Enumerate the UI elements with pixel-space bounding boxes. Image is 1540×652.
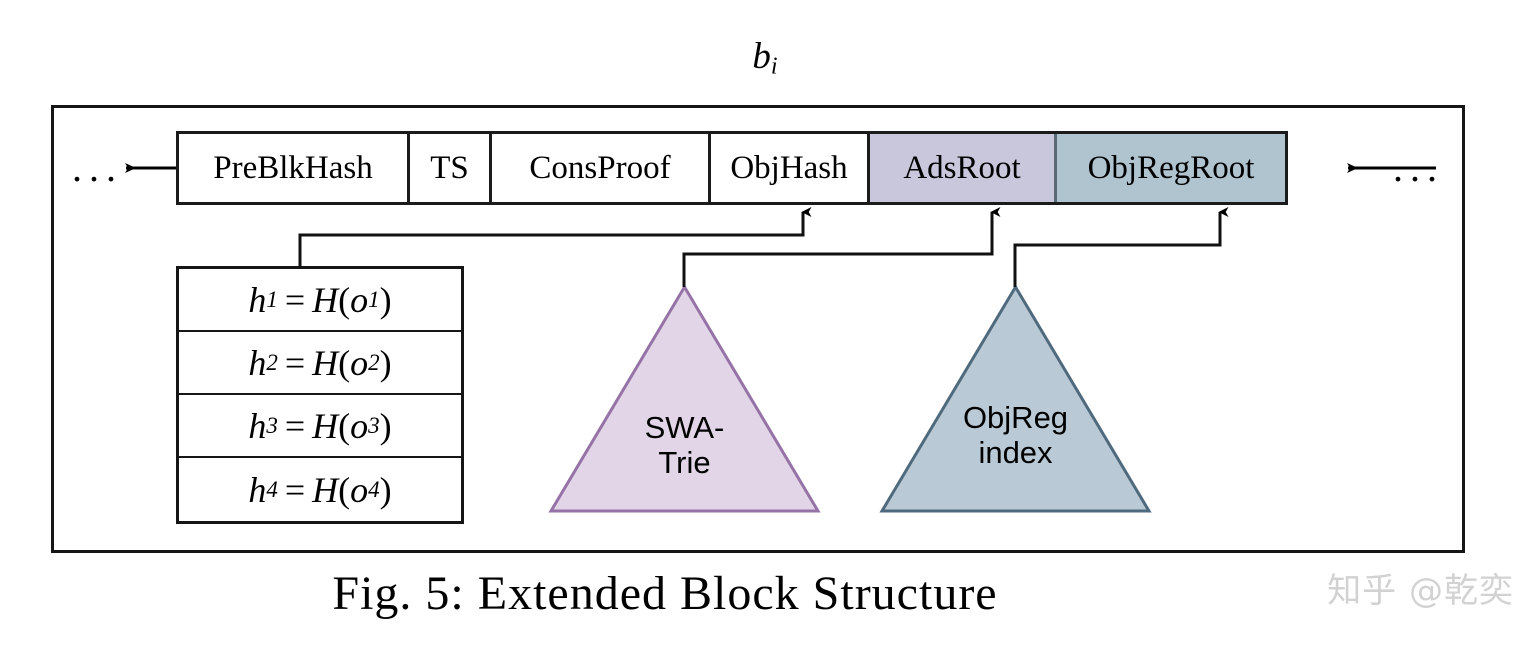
header-field-label: PreBlkHash <box>213 149 373 186</box>
hash-paren-open: ( <box>338 405 351 446</box>
block-identifier-subscript: i <box>770 53 778 80</box>
triangle-shape-icon <box>879 284 1152 513</box>
chain-ellipsis-left: ... <box>72 145 123 190</box>
header-field-label: AdsRoot <box>903 149 1021 186</box>
hash-paren-close: ) <box>379 405 392 446</box>
hash-paren-close: ) <box>379 342 392 383</box>
header-field-preblkhash[interactable]: PreBlkHash <box>179 134 410 202</box>
hash-lhs-subscript: 4 <box>266 477 278 502</box>
hash-paren-open: ( <box>338 342 351 383</box>
hash-argument: o <box>350 469 369 510</box>
hash-lhs-subscript: 1 <box>266 287 278 312</box>
hash-operator: = <box>284 405 306 446</box>
header-field-label: ObjHash <box>730 149 848 186</box>
hash-function: H <box>312 469 339 510</box>
hash-lhs-subscript: 3 <box>266 413 278 438</box>
hash-paren-close: ) <box>379 279 392 320</box>
header-field-objregroot[interactable]: ObjRegRoot <box>1057 134 1285 202</box>
watermark: 知乎 @乾奕 <box>1327 571 1514 611</box>
hash-operator: = <box>284 279 306 320</box>
chain-ellipsis-right: ... <box>1393 145 1444 190</box>
figure-caption: Fig. 5: Extended Block Structure <box>332 567 998 620</box>
hash-operator: = <box>284 469 306 510</box>
block-identifier-base: b <box>752 36 771 77</box>
hash-paren-close: ) <box>379 469 392 510</box>
hash-lhs: h <box>248 469 267 510</box>
header-field-label: ConsProof <box>529 149 671 186</box>
hash-operator: = <box>284 342 306 383</box>
hash-argument: o <box>350 279 369 320</box>
hash-function: H <box>312 279 339 320</box>
hash-argument-subscript: 2 <box>368 350 380 375</box>
hash-argument-subscript: 1 <box>368 287 380 312</box>
header-field-ts[interactable]: TS <box>410 134 492 202</box>
objreg-index-structure[interactable]: ObjReg index <box>878 283 1153 515</box>
hash-lhs: h <box>248 342 267 383</box>
hash-paren-open: ( <box>338 279 351 320</box>
hash-argument-subscript: 3 <box>368 413 380 438</box>
block-header-row: PreBlkHash TS ConsProof ObjHash AdsRoot … <box>176 131 1288 205</box>
swa-trie-structure[interactable]: SWA- Trie <box>547 283 822 515</box>
hash-function: H <box>312 342 339 383</box>
header-field-consproof[interactable]: ConsProof <box>492 134 711 202</box>
hash-lhs: h <box>248 279 267 320</box>
hash-argument-subscript: 4 <box>368 477 380 502</box>
hash-argument: o <box>350 342 369 383</box>
hash-lhs: h <box>248 405 267 446</box>
hash-argument: o <box>350 405 369 446</box>
header-field-adsroot[interactable]: AdsRoot <box>870 134 1057 202</box>
hash-lhs-subscript: 2 <box>266 350 278 375</box>
header-field-objhash[interactable]: ObjHash <box>711 134 870 202</box>
hash-function: H <box>312 405 339 446</box>
block-identifier-label: bi <box>700 38 830 78</box>
hash-paren-open: ( <box>338 469 351 510</box>
header-field-label: ObjRegRoot <box>1087 149 1255 186</box>
header-field-label: TS <box>430 149 469 186</box>
triangle-shape-icon <box>548 284 821 513</box>
